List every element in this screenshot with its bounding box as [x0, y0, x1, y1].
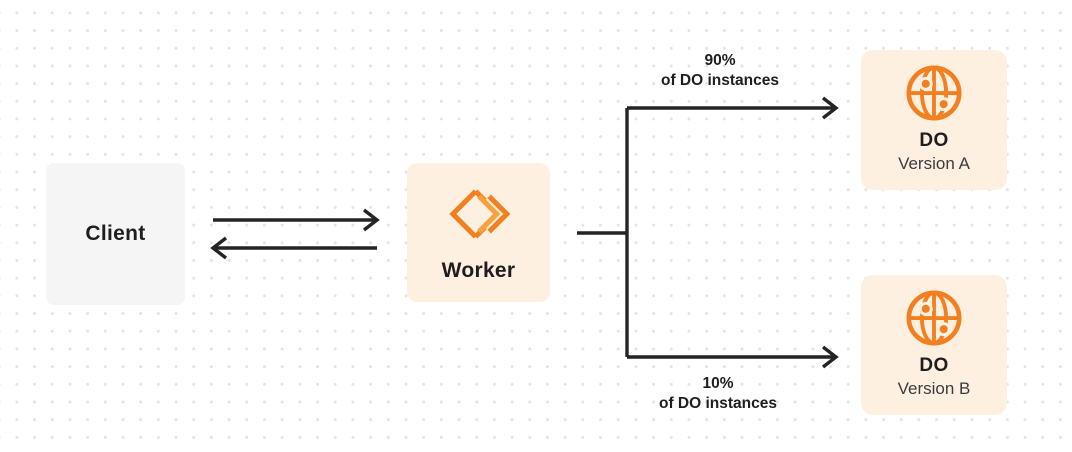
bottom-branch-caption: of DO instances [659, 395, 777, 412]
client-label: Client [85, 222, 146, 245]
arrowhead-right-icon [821, 345, 839, 369]
do-version-b-node: DO Version B [861, 275, 1007, 415]
arrowhead-left-icon [210, 236, 228, 260]
bottom-branch-label: 10% of DO instances [618, 374, 818, 414]
top-branch-caption: of DO instances [661, 72, 779, 89]
do-b-title: DO [919, 355, 949, 376]
worker-node: Worker [407, 163, 550, 302]
client-node: Client [46, 163, 185, 305]
durable-objects-globe-icon [906, 65, 962, 121]
do-a-subtitle: Version A [898, 154, 970, 173]
durable-objects-globe-icon [906, 290, 962, 346]
bottom-branch-percent: 10% [702, 375, 734, 392]
arrowhead-right-icon [821, 96, 839, 120]
worker-branch-trunk [577, 108, 629, 357]
do-b-subtitle: Version B [897, 379, 971, 398]
arrowhead-right-icon [362, 208, 380, 232]
top-branch-percent: 90% [704, 52, 736, 69]
top-branch-label: 90% of DO instances [620, 51, 820, 91]
do-version-a-node: DO Version A [861, 50, 1007, 190]
worker-label: Worker [441, 259, 516, 282]
do-a-title: DO [919, 130, 949, 151]
cloudflare-workers-icon [448, 189, 510, 239]
